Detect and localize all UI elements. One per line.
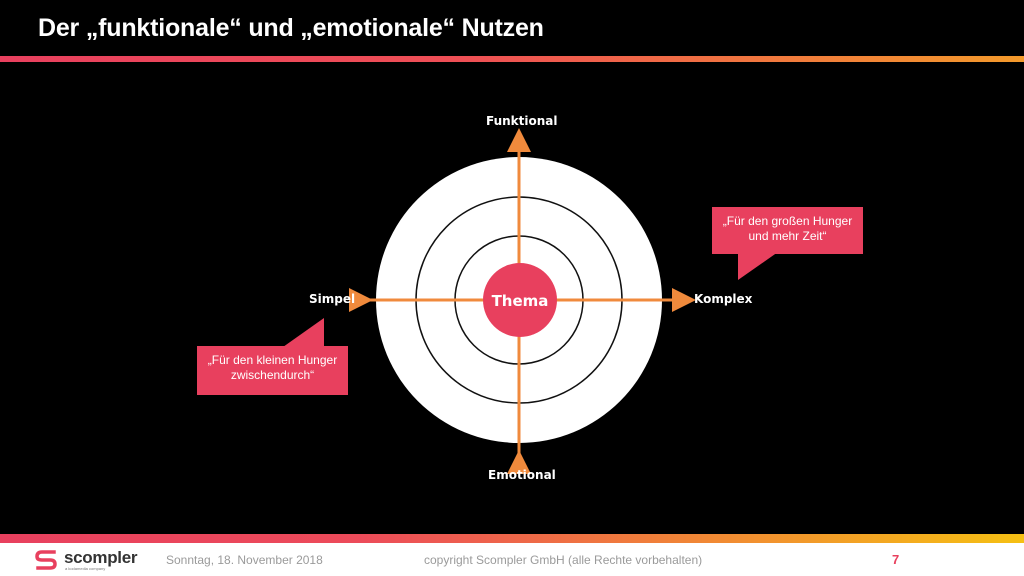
- axis-label-bottom: Emotional: [488, 468, 556, 482]
- title-underline-bar: [0, 56, 1024, 62]
- bubble-right-line1: „Für den großen Hunger: [722, 214, 853, 228]
- logo-wordmark: scompler: [64, 548, 138, 567]
- axis-label-right: Komplex: [694, 292, 753, 306]
- footer: scompler a kodamedia company Sonntag, 18…: [0, 543, 1024, 576]
- slide-title: Der „funktionale“ und „emotionale“ Nutze…: [38, 14, 544, 42]
- speech-bubble-left: „Für den kleinen Hunger zwischendurch“: [197, 346, 348, 395]
- bubble-left-line2: zwischendurch“: [230, 368, 315, 382]
- footer-copyright: copyright Scompler GmbH (alle Rechte vor…: [424, 553, 703, 567]
- speech-bubble-right: „Für den großen Hunger und mehr Zeit“: [712, 207, 863, 254]
- bubble-right-line2: und mehr Zeit“: [748, 229, 827, 243]
- bubble-left-tail: [283, 318, 324, 347]
- logo-subline: a kodamedia company: [65, 566, 106, 571]
- scompler-logo: scompler a kodamedia company: [34, 548, 144, 572]
- axis-label-top: Funktional: [486, 114, 558, 128]
- bubble-right-tail: [738, 252, 778, 280]
- center-circle: [483, 263, 557, 337]
- axis-label-left: Simpel: [309, 292, 356, 306]
- footer-date: Sonntag, 18. November 2018: [166, 553, 323, 567]
- bubble-left-line1: „Für den kleinen Hunger: [207, 353, 338, 367]
- page-number: 7: [892, 552, 900, 567]
- footer-gradient-bar: [0, 534, 1024, 543]
- center-label: Thema: [492, 292, 549, 310]
- scompler-s-icon: [35, 550, 57, 570]
